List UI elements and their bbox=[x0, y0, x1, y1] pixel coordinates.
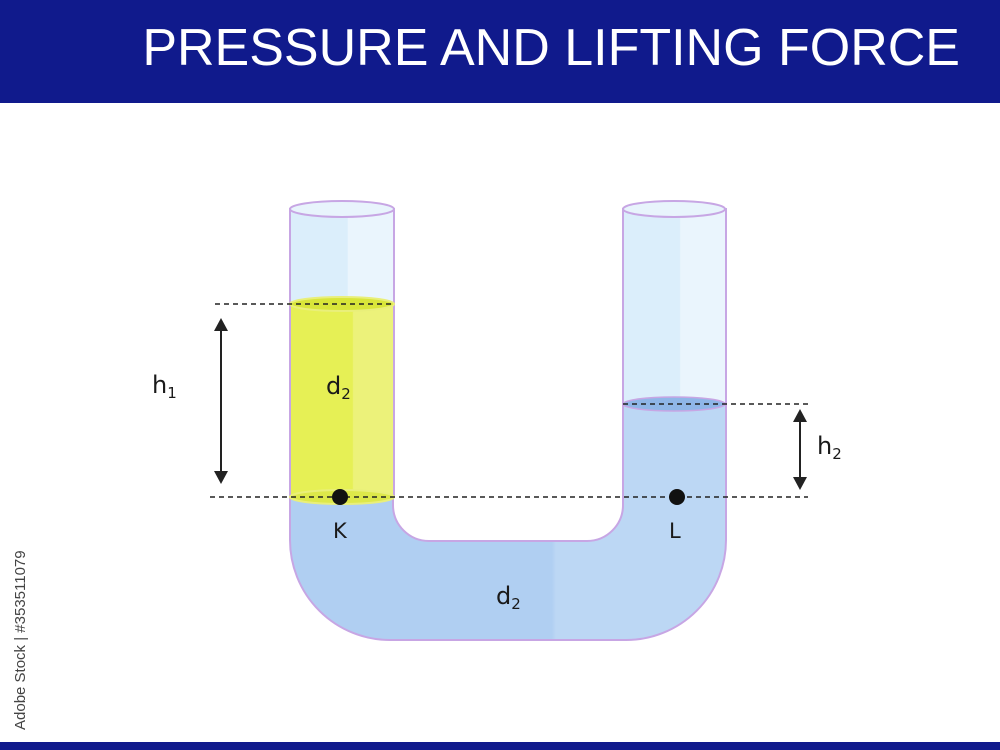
point-l-label: L bbox=[669, 519, 681, 543]
h1-label: h1 bbox=[152, 371, 177, 402]
left-tube-glass bbox=[289, 208, 395, 305]
right-tube-rim bbox=[622, 200, 726, 218]
title-banner: PRESSURE AND LIFTING FORCE bbox=[0, 0, 1000, 103]
point-k-label: K bbox=[333, 519, 348, 543]
left-liquid-column bbox=[289, 303, 395, 498]
bottom-liquid-label: d2 bbox=[496, 582, 521, 613]
h2-label: h2 bbox=[817, 432, 842, 463]
stock-id-watermark: Adobe Stock | #353511079 bbox=[12, 520, 32, 740]
page-title: PRESSURE AND LIFTING FORCE bbox=[142, 19, 960, 77]
bottom-liquid bbox=[289, 403, 727, 641]
left-liquid-label: d2 bbox=[326, 372, 351, 403]
bottom-bar bbox=[0, 742, 1000, 750]
point-k-marker bbox=[332, 489, 348, 505]
left-tube-rim bbox=[289, 200, 395, 218]
point-l-marker bbox=[669, 489, 685, 505]
stock-id-text: Adobe Stock | #353511079 bbox=[12, 550, 29, 730]
h1-arrow bbox=[214, 318, 228, 484]
right-liquid-surface bbox=[622, 396, 726, 412]
right-tube-glass bbox=[622, 208, 727, 405]
h2-arrow bbox=[793, 409, 807, 490]
